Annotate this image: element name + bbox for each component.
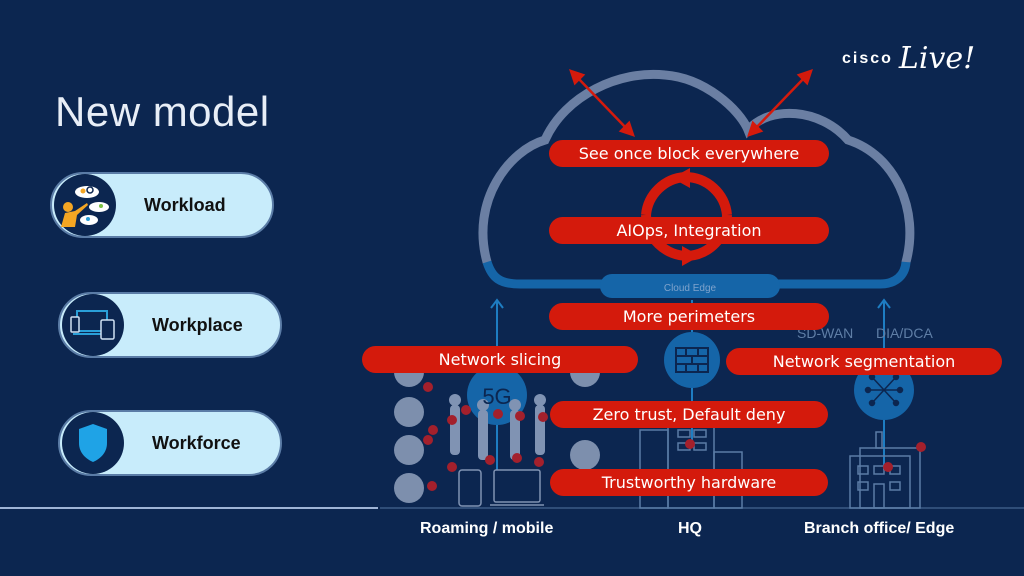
bar-aiops: AIOps, Integration xyxy=(549,217,829,244)
devices-icon xyxy=(62,294,124,356)
shield-icon xyxy=(62,412,124,474)
pillar-label: Workload xyxy=(144,194,226,215)
double-arrows xyxy=(569,69,813,137)
bar-network-segmentation: Network segmentation xyxy=(726,348,1002,375)
slide-title: New model xyxy=(55,88,270,135)
threat-dots xyxy=(423,382,926,491)
mobile-devices xyxy=(458,469,544,507)
pillar-label: Workplace xyxy=(152,314,243,335)
bar-zero-trust: Zero trust, Default deny xyxy=(550,401,828,428)
bar-trustworthy-hardware: Trustworthy hardware xyxy=(550,469,828,496)
pillar-workload: Workload xyxy=(50,172,274,238)
bar-network-slicing: Network slicing xyxy=(362,346,638,373)
cloud-edge-label: Cloud Edge xyxy=(664,283,717,294)
cloud-outline xyxy=(478,69,915,267)
bar-see-once: See once block everywhere xyxy=(549,140,829,167)
location-roaming: Roaming / mobile xyxy=(420,520,554,537)
logo-brand: cisco xyxy=(842,50,893,67)
pillar-workforce: Workforce xyxy=(58,410,282,476)
divider-line xyxy=(0,507,378,509)
dia-label: DIA/DCA xyxy=(876,325,933,341)
pillar-label: Workforce xyxy=(152,432,241,453)
cisco-live-logo: cisco Live! xyxy=(842,44,975,74)
location-hq: HQ xyxy=(678,520,702,537)
bar-more-perimeters: More perimeters xyxy=(549,303,829,330)
pillar-workplace: Workplace xyxy=(58,292,282,358)
branch-building-icon xyxy=(849,431,921,509)
location-branch: Branch office/ Edge xyxy=(804,520,955,537)
cloud-workload-icon xyxy=(54,174,116,236)
cloud-edge-pill xyxy=(600,274,780,298)
logo-event: Live! xyxy=(898,41,976,76)
5g-label: 5G xyxy=(482,384,511,409)
